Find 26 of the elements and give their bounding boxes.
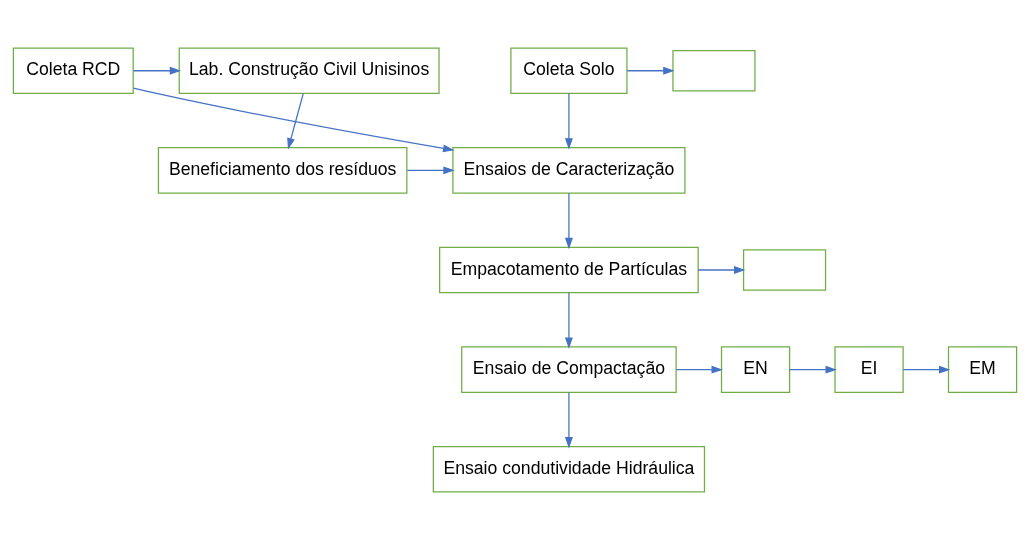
node-box xyxy=(672,49,756,92)
node-box: Coleta Solo xyxy=(510,46,628,94)
arrow xyxy=(287,92,304,149)
arrow xyxy=(133,66,182,75)
arrow xyxy=(133,86,455,152)
arrow xyxy=(564,92,573,150)
arrow xyxy=(406,165,455,174)
node-box: Beneficiamento dos resíduos xyxy=(157,146,408,194)
arrow xyxy=(902,365,951,374)
arrow xyxy=(675,365,723,374)
node-box: Ensaio de Compactação xyxy=(461,345,677,393)
node-box: Ensaio condutividade Hidráulica xyxy=(432,445,706,493)
arrow xyxy=(564,291,573,349)
node-box: Lab. Construção Civil Unisinos xyxy=(178,46,440,94)
node-box xyxy=(742,248,827,291)
arrow xyxy=(789,365,837,374)
node-box: EI xyxy=(834,345,904,393)
arrow xyxy=(626,66,675,75)
node-box: EN xyxy=(720,345,791,393)
node-box: Empacotamento de Partículas xyxy=(439,246,699,293)
node-box: Coleta RCD xyxy=(12,46,134,94)
node-box: EM xyxy=(947,345,1018,393)
arrow xyxy=(564,391,573,448)
arrow xyxy=(697,265,746,274)
node-box: Ensaios de Caracterização xyxy=(452,146,686,194)
arrow xyxy=(564,192,573,249)
